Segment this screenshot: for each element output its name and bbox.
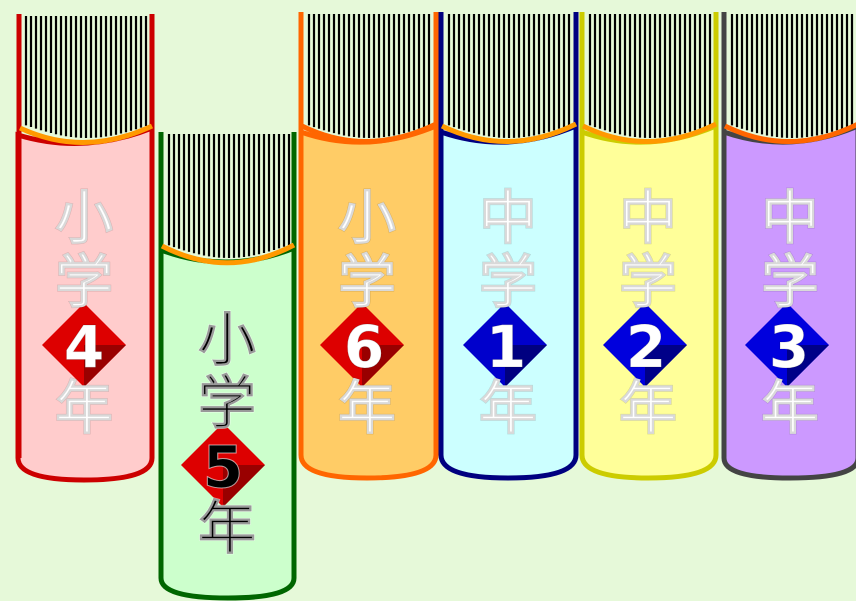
book-band	[18, 123, 154, 145]
book-pages	[447, 14, 571, 138]
book-band	[160, 242, 296, 266]
grade-diamond	[463, 303, 547, 387]
book-char-1: 小	[55, 184, 113, 252]
book-band	[581, 121, 718, 144]
book-band	[723, 122, 856, 144]
book-pages	[167, 134, 291, 258]
book-pages	[730, 14, 854, 138]
book-char-4: 年	[338, 374, 396, 442]
book-grade-number: 6	[344, 313, 384, 381]
book-grade-number: 4	[64, 313, 104, 381]
book-char-4: 年	[761, 374, 819, 442]
book-pages	[588, 14, 712, 138]
book-band	[300, 121, 438, 144]
book-pages	[24, 16, 148, 138]
book-char-1: 中	[479, 184, 537, 252]
book-char-1: 小	[198, 306, 256, 374]
book-pages	[307, 14, 431, 138]
book-char-2: 学	[619, 248, 677, 316]
book-char-2: 学	[55, 248, 113, 316]
book-grade5-elementary[interactable]: 小 学 5 年	[158, 132, 297, 601]
book-char-1: 中	[761, 184, 819, 252]
book-char-1: 中	[619, 184, 677, 252]
book-char-2: 学	[761, 248, 819, 316]
book-char-4: 年	[55, 374, 113, 442]
book-char-2: 学	[479, 248, 537, 316]
book-grade4-elementary[interactable]: 小 学 4 年	[15, 14, 155, 483]
book-grade1-junior-high[interactable]: 中 学 1 年	[438, 12, 579, 481]
grade-diamond	[42, 303, 126, 387]
grade-diamond	[320, 303, 404, 387]
book-char-2: 学	[338, 248, 396, 316]
book-char-1: 小	[338, 184, 396, 252]
book-grade-number: 3	[769, 313, 809, 381]
book-grade3-junior-high[interactable]: 中 学 3 年	[721, 12, 856, 481]
book-grade-number: 2	[626, 313, 666, 381]
grade-diamond	[181, 423, 265, 507]
book-char-4: 年	[198, 494, 256, 562]
book-char-4: 年	[619, 374, 677, 442]
book-grade2-junior-high[interactable]: 中 学 2 年	[579, 12, 719, 481]
book-grade-number: 1	[486, 313, 526, 381]
book-grade-number: 5	[203, 433, 243, 501]
book-char-4: 年	[479, 374, 537, 442]
book-char-2: 学	[198, 369, 256, 437]
grade-diamond	[603, 303, 687, 387]
book-grade6-elementary[interactable]: 小 学 6 年	[298, 12, 439, 481]
grade-diamond	[745, 303, 829, 387]
book-band	[440, 121, 578, 144]
